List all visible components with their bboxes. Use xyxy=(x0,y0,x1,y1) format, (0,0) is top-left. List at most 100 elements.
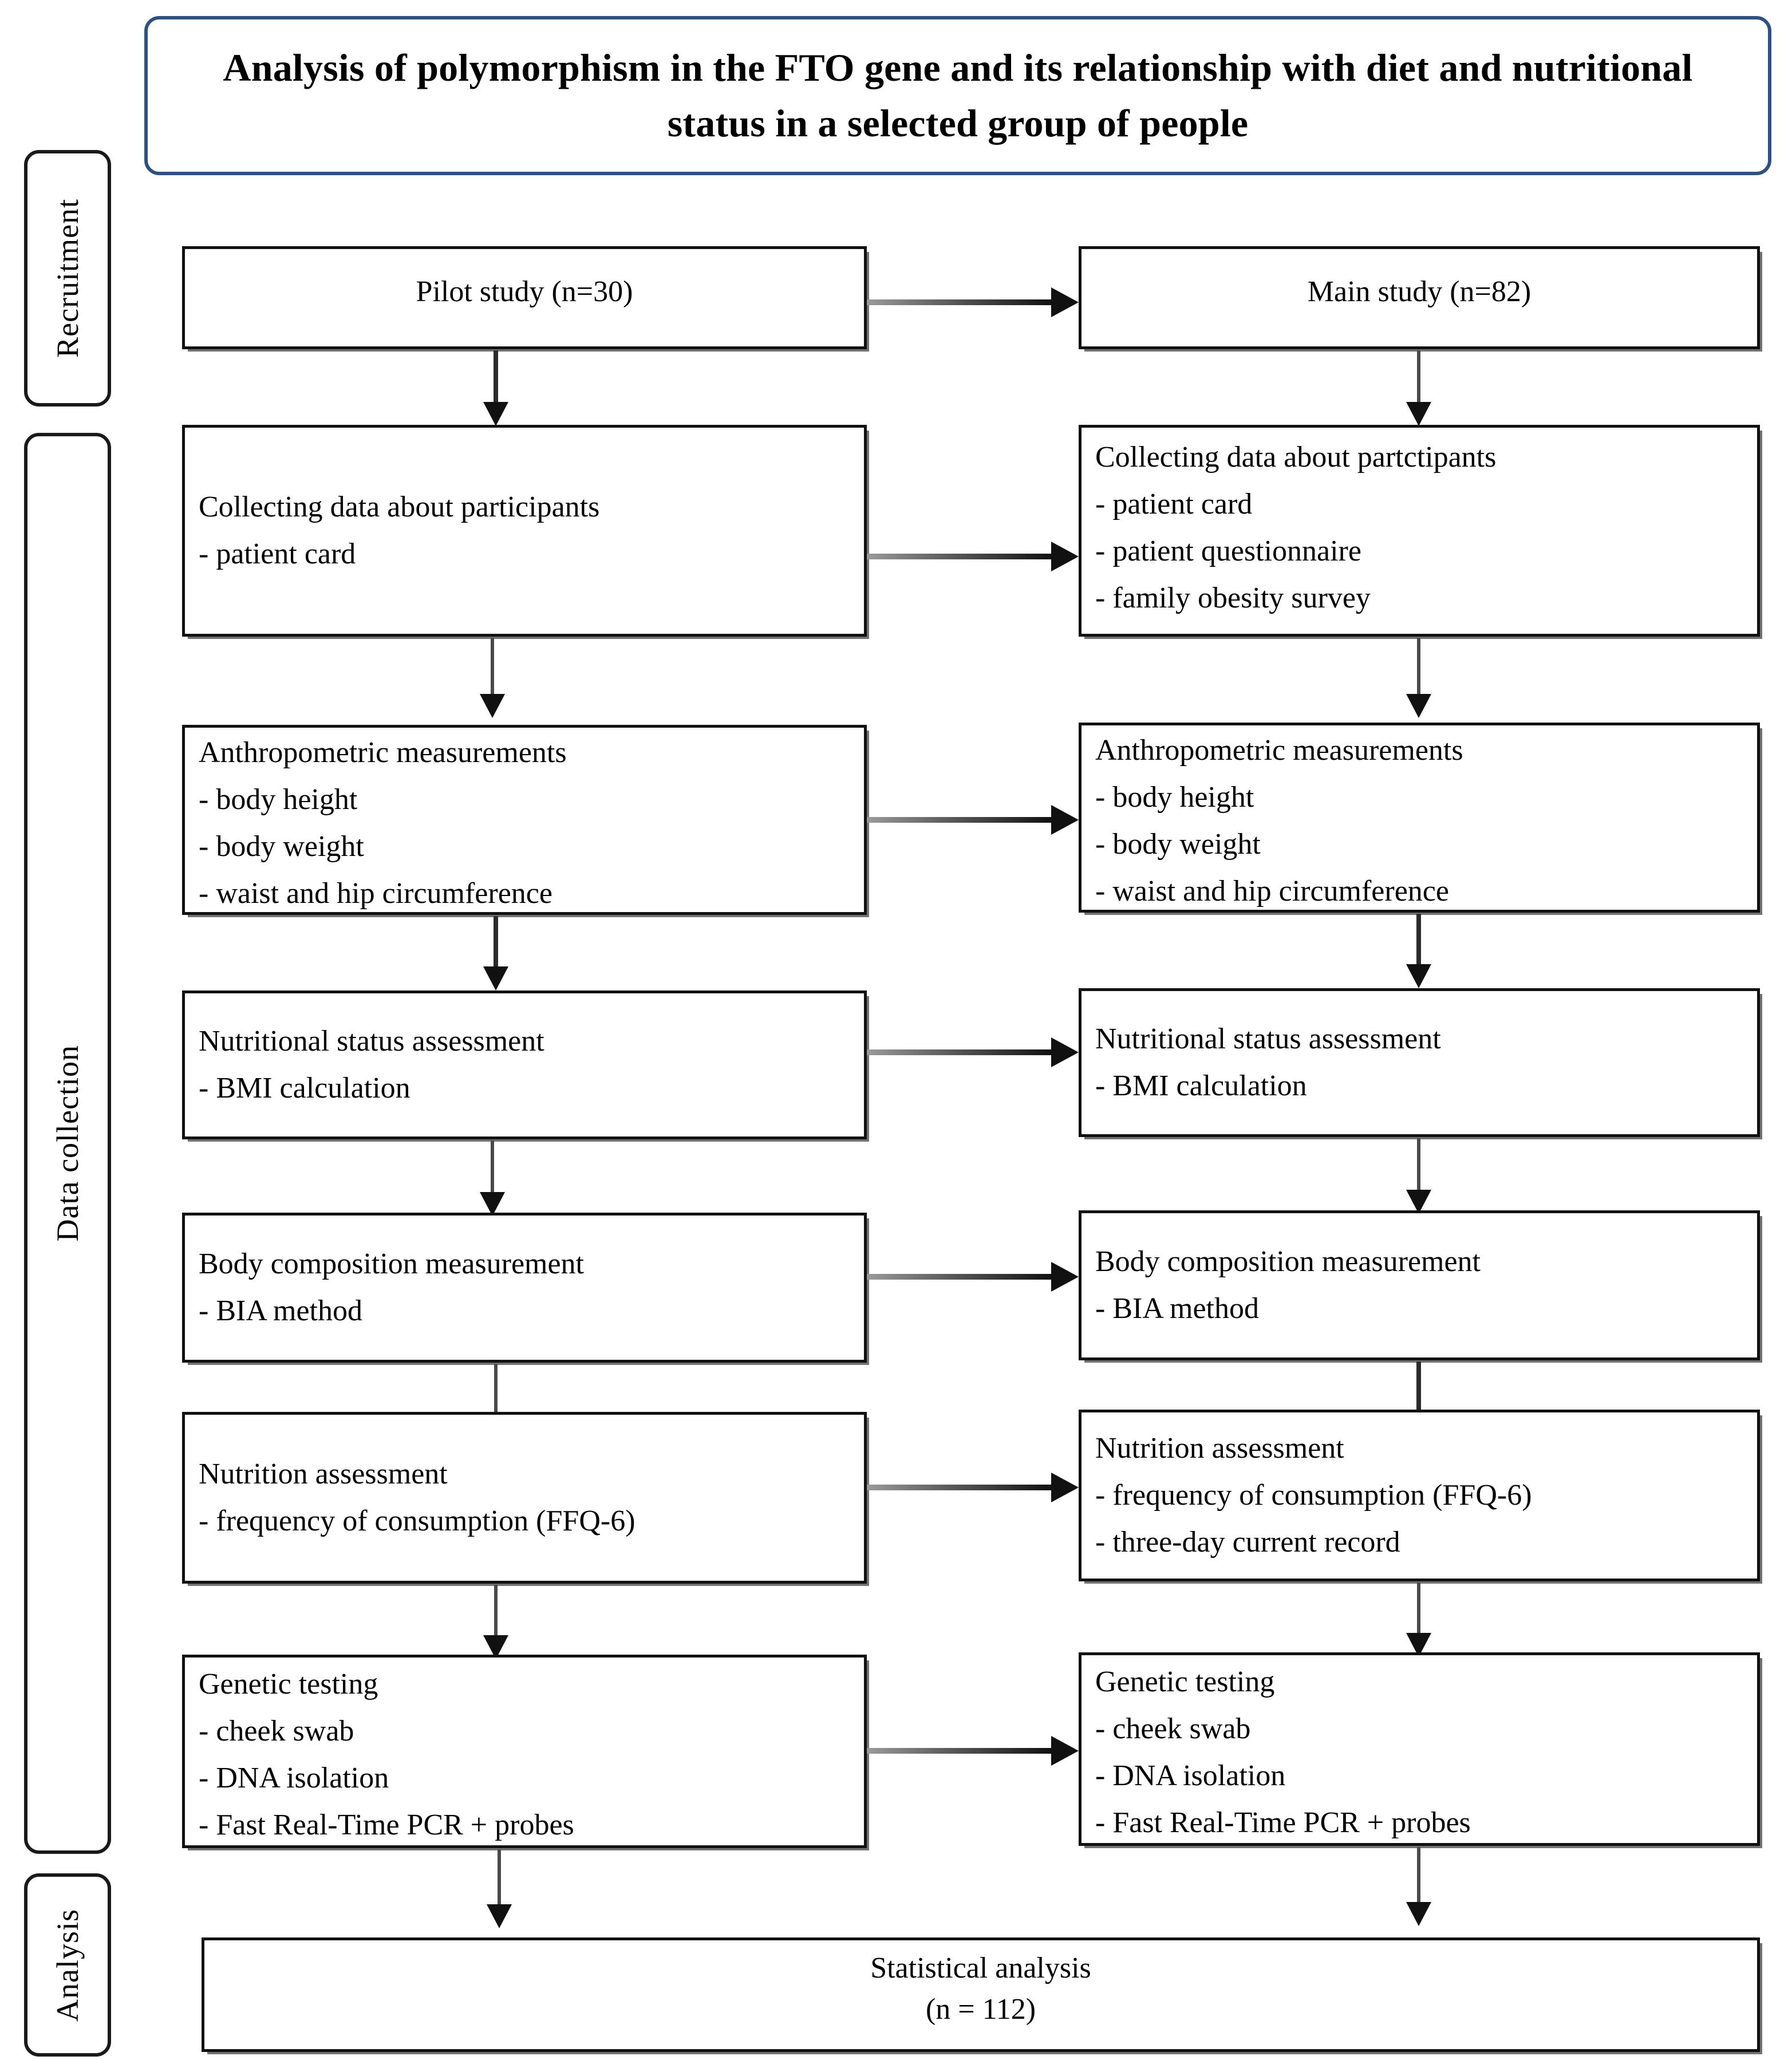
title-line-2: and nutritional status in a selected gro… xyxy=(667,46,1693,145)
arrow-head xyxy=(1051,1037,1079,1067)
node-body-composition-left-line-0: Body composition measurement xyxy=(199,1248,585,1280)
node-collecting-data-right-line-0: Collecting data about partctipants xyxy=(1095,441,1497,473)
arrow-head xyxy=(483,966,508,990)
arrow-head xyxy=(480,1192,505,1216)
page-title: Analysis of polymorphism in the FTO gene… xyxy=(188,40,1728,151)
arrow-shaft xyxy=(867,554,1051,559)
arrow-shaft xyxy=(494,350,498,403)
arrow-shaft xyxy=(867,299,1051,305)
phase-label-analysis: Analysis xyxy=(24,1873,111,2057)
arrow-shaft xyxy=(494,1364,498,1416)
node-anthropometric-right-line-1: - body height xyxy=(1095,781,1254,814)
study-title-box: Analysis of polymorphism in the FTO gene… xyxy=(144,16,1771,175)
node-nutrition-assessment-right-line-2: - three-day current record xyxy=(1095,1526,1400,1558)
node-genetic-testing-left: Genetic testing - cheek swab - DNA isola… xyxy=(182,1655,867,1848)
node-genetic-testing-left-line-0: Genetic testing xyxy=(199,1668,378,1700)
arrow-head xyxy=(1406,1902,1431,1926)
node-anthropometric-right: Anthropometric measurements - body heigh… xyxy=(1079,723,1760,913)
node-anthropometric-left-line-2: - body weight xyxy=(199,830,364,863)
arrow-head xyxy=(1051,542,1079,571)
node-anthropometric-left: Anthropometric measurements - body heigh… xyxy=(182,725,867,915)
node-collecting-data-right-line-1: - patient card xyxy=(1095,488,1253,520)
arrow-shaft xyxy=(867,817,1051,823)
arrow-shaft xyxy=(1416,1362,1421,1414)
node-nutritional-status-left-line-1: - BMI calculation xyxy=(199,1072,410,1104)
arrow-shaft xyxy=(1417,1138,1420,1191)
node-nutrition-assessment-left-line-0: Nutrition assessment xyxy=(199,1458,448,1490)
node-genetic-testing-left-line-1: - cheek swab xyxy=(199,1715,354,1747)
node-nutrition-assessment-left-line-1: - frequency of consumption (FFQ-6) xyxy=(199,1505,636,1537)
arrow-head xyxy=(480,694,505,718)
arrow-shaft xyxy=(491,1141,494,1193)
phase-label-recruitment-text: Recruitment xyxy=(50,199,85,358)
arrow-head xyxy=(483,402,508,426)
arrow-head xyxy=(1406,402,1431,426)
arrow-shaft xyxy=(867,1049,1051,1055)
node-collecting-data-right-line-2: - patient questionnaire xyxy=(1095,535,1361,567)
arrow-head xyxy=(1406,694,1431,718)
arrow-head xyxy=(1051,287,1079,317)
arrow-head xyxy=(1051,1736,1079,1766)
phase-label-recruitment: Recruitment xyxy=(24,150,111,407)
node-collecting-data-right: Collecting data about partctipants - pat… xyxy=(1079,425,1760,637)
node-genetic-testing-right-line-0: Genetic testing xyxy=(1095,1666,1275,1698)
arrow-shaft xyxy=(1417,1583,1420,1634)
node-collecting-data-left: Collecting data about participants - pat… xyxy=(182,425,867,637)
node-genetic-testing-right: Genetic testing - cheek swab - DNA isola… xyxy=(1079,1652,1760,1846)
arrow-head xyxy=(487,1904,512,1928)
node-nutrition-assessment-right: Nutrition assessment - frequency of cons… xyxy=(1079,1410,1760,1581)
arrow-head xyxy=(1051,805,1079,835)
node-anthropometric-left-line-1: - body height xyxy=(199,783,358,816)
arrow-head xyxy=(1051,1473,1079,1502)
node-pilot-study: Pilot study (n=30) xyxy=(182,246,867,349)
node-genetic-testing-left-line-3: - Fast Real-Time PCR + probes xyxy=(199,1809,574,1841)
node-collecting-data-left-line-0: Collecting data about participants xyxy=(199,491,600,523)
arrow-head xyxy=(1406,964,1431,988)
arrow-shaft xyxy=(1416,914,1421,965)
node-nutritional-status-right-line-1: - BMI calculation xyxy=(1095,1070,1307,1102)
arrow-shaft xyxy=(867,1485,1051,1490)
phase-label-data-collection-text: Data collection xyxy=(50,1045,85,1242)
node-genetic-testing-right-line-3: - Fast Real-Time PCR + probes xyxy=(1095,1806,1471,1839)
arrow-shaft xyxy=(1417,350,1420,403)
node-pilot-study-line-0: Pilot study (n=30) xyxy=(416,275,633,308)
arrow-shaft xyxy=(498,1849,501,1905)
node-collecting-data-left-line-1: - patient card xyxy=(199,538,356,570)
node-main-study-line-0: Main study (n=82) xyxy=(1307,275,1532,308)
arrow-shaft xyxy=(494,1585,498,1636)
node-nutritional-status-left-line-0: Nutritional status assessment xyxy=(199,1025,544,1057)
arrow-shaft xyxy=(1417,638,1420,695)
node-anthropometric-left-line-3: - waist and hip circumference xyxy=(199,877,552,910)
arrow-shaft xyxy=(1417,1847,1420,1903)
phase-label-analysis-text: Analysis xyxy=(50,1908,85,2022)
node-nutrition-assessment-right-line-0: Nutrition assessment xyxy=(1095,1432,1344,1465)
node-genetic-testing-left-line-2: - DNA isolation xyxy=(199,1762,389,1794)
arrow-shaft xyxy=(491,638,494,695)
node-body-composition-left: Body composition measurement - BIA metho… xyxy=(182,1213,867,1363)
node-body-composition-right-line-1: - BIA method xyxy=(1095,1292,1259,1325)
arrow-shaft xyxy=(867,1274,1051,1280)
arrow-head xyxy=(1406,1190,1431,1214)
node-anthropometric-left-line-0: Anthropometric measurements xyxy=(199,736,567,769)
node-anthropometric-right-line-2: - body weight xyxy=(1095,828,1261,861)
node-anthropometric-right-line-3: - waist and hip circumference xyxy=(1095,875,1449,907)
node-body-composition-left-line-1: - BIA method xyxy=(199,1295,362,1327)
node-statistical-analysis: Statistical analysis (n = 112) xyxy=(202,1937,1760,2052)
arrow-shaft xyxy=(494,916,498,968)
arrow-shaft xyxy=(867,1748,1051,1754)
node-body-composition-right: Body composition measurement - BIA metho… xyxy=(1079,1210,1760,1360)
node-genetic-testing-right-line-1: - cheek swab xyxy=(1095,1712,1251,1745)
node-genetic-testing-right-line-2: - DNA isolation xyxy=(1095,1759,1286,1792)
node-nutritional-status-right-line-0: Nutritional status assessment xyxy=(1095,1023,1441,1055)
node-main-study: Main study (n=82) xyxy=(1079,246,1760,349)
node-statistical-analysis-line-0: Statistical analysis xyxy=(870,1952,1091,1984)
node-nutrition-assessment-right-line-1: - frequency of consumption (FFQ-6) xyxy=(1095,1479,1532,1512)
node-body-composition-right-line-0: Body composition measurement xyxy=(1095,1245,1481,1278)
phase-label-data-collection: Data collection xyxy=(24,433,111,1854)
node-nutrition-assessment-left: Nutrition assessment - frequency of cons… xyxy=(182,1412,867,1584)
node-statistical-analysis-line-1: (n = 112) xyxy=(925,1993,1036,2026)
title-line-1: Analysis of polymorphism in the FTO gene… xyxy=(223,46,1430,90)
node-collecting-data-right-line-3: - family obesity survey xyxy=(1095,582,1371,614)
node-nutritional-status-right: Nutritional status assessment - BMI calc… xyxy=(1079,988,1760,1137)
